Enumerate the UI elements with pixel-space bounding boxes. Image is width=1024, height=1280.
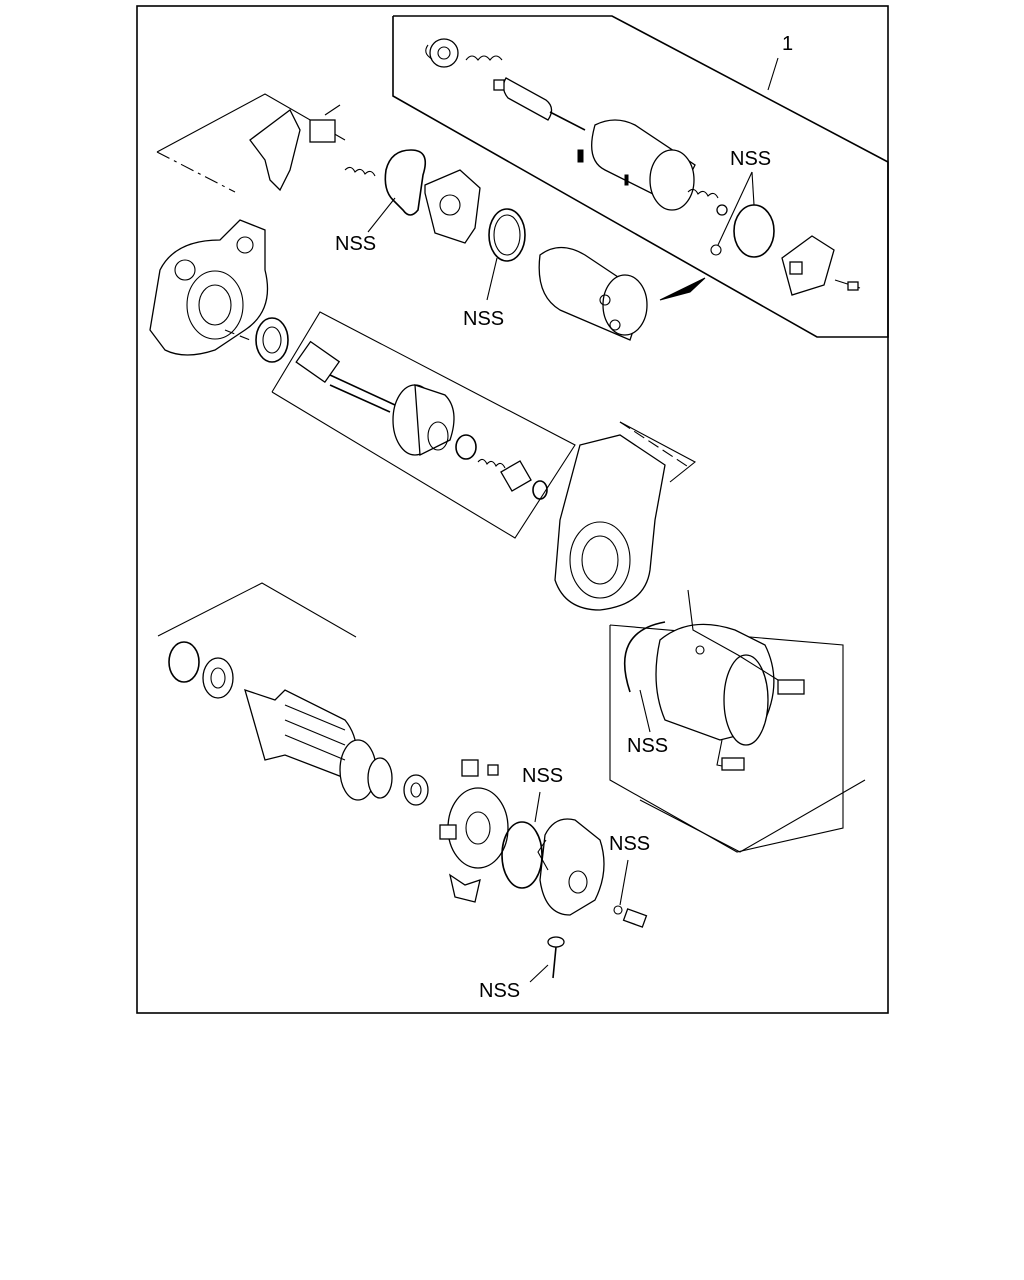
- rear-cover: [537, 818, 605, 916]
- rear-screw: [622, 908, 648, 928]
- yoke-box: [609, 624, 866, 853]
- nss-leader-through-bolt: [529, 964, 549, 983]
- solenoid-housing: [577, 119, 696, 211]
- brush-holder: [439, 759, 509, 903]
- overrunning-clutch: [392, 384, 455, 457]
- nss-label-washer: NSS: [609, 833, 650, 855]
- yoke-oring: [623, 621, 666, 693]
- nss-label-through-bolt: NSS: [479, 980, 520, 1002]
- seal-ring: [488, 208, 526, 262]
- lever-group-outline: [156, 93, 346, 193]
- clutch-washer: [455, 434, 477, 460]
- nss-leader-yoke-oring: [639, 689, 651, 733]
- pinion-shaft: [295, 340, 396, 413]
- nss-leader-plate-gasket: [367, 197, 396, 233]
- lever-spring: [344, 166, 376, 177]
- clutch-spring: [477, 458, 506, 469]
- assembly-arrow: [659, 277, 706, 301]
- nss-label-seal-ring: NSS: [463, 308, 504, 330]
- diagram-frame: [136, 5, 889, 1014]
- solenoid-kit-box: [392, 15, 889, 338]
- nss-leader-rear-cover-oring: [534, 791, 541, 823]
- front-washer: [255, 317, 289, 363]
- plate-gasket: [384, 149, 427, 216]
- nss-label-solenoid-oring: NSS: [730, 148, 771, 170]
- solenoid-cover: [781, 235, 861, 296]
- front-housing: [149, 219, 269, 356]
- rear-cover-oring: [501, 821, 543, 889]
- nss-label-rear-cover-oring: NSS: [522, 765, 563, 787]
- rear-bearing: [403, 774, 429, 806]
- lever-plate: [424, 169, 481, 244]
- armature: [244, 688, 393, 801]
- magnetic-switch: [538, 246, 648, 341]
- through-bolt: [547, 936, 565, 979]
- nss-leader-washer: [619, 859, 629, 906]
- center-housing: [554, 421, 696, 611]
- nss-label-yoke-oring: NSS: [627, 735, 668, 757]
- solenoid-nss-leaders: [717, 171, 755, 246]
- shift-lever: [249, 104, 341, 192]
- nss-leader-seal-ring: [486, 257, 498, 301]
- pinion-stopper: [500, 460, 532, 492]
- snap-ring: [532, 480, 548, 500]
- armature-group-outline: [157, 582, 357, 638]
- nss-label-plate-gasket: NSS: [335, 233, 376, 255]
- rear-washer: [613, 905, 623, 915]
- plunger-assembly: [425, 38, 586, 131]
- pinion-clutch-box: [271, 311, 576, 539]
- front-bearing: [202, 657, 234, 699]
- yoke: [655, 589, 805, 771]
- callout-number-1: 1: [782, 33, 793, 55]
- armature-washer: [168, 641, 200, 683]
- solenoid-spring-and-washer: [687, 188, 728, 216]
